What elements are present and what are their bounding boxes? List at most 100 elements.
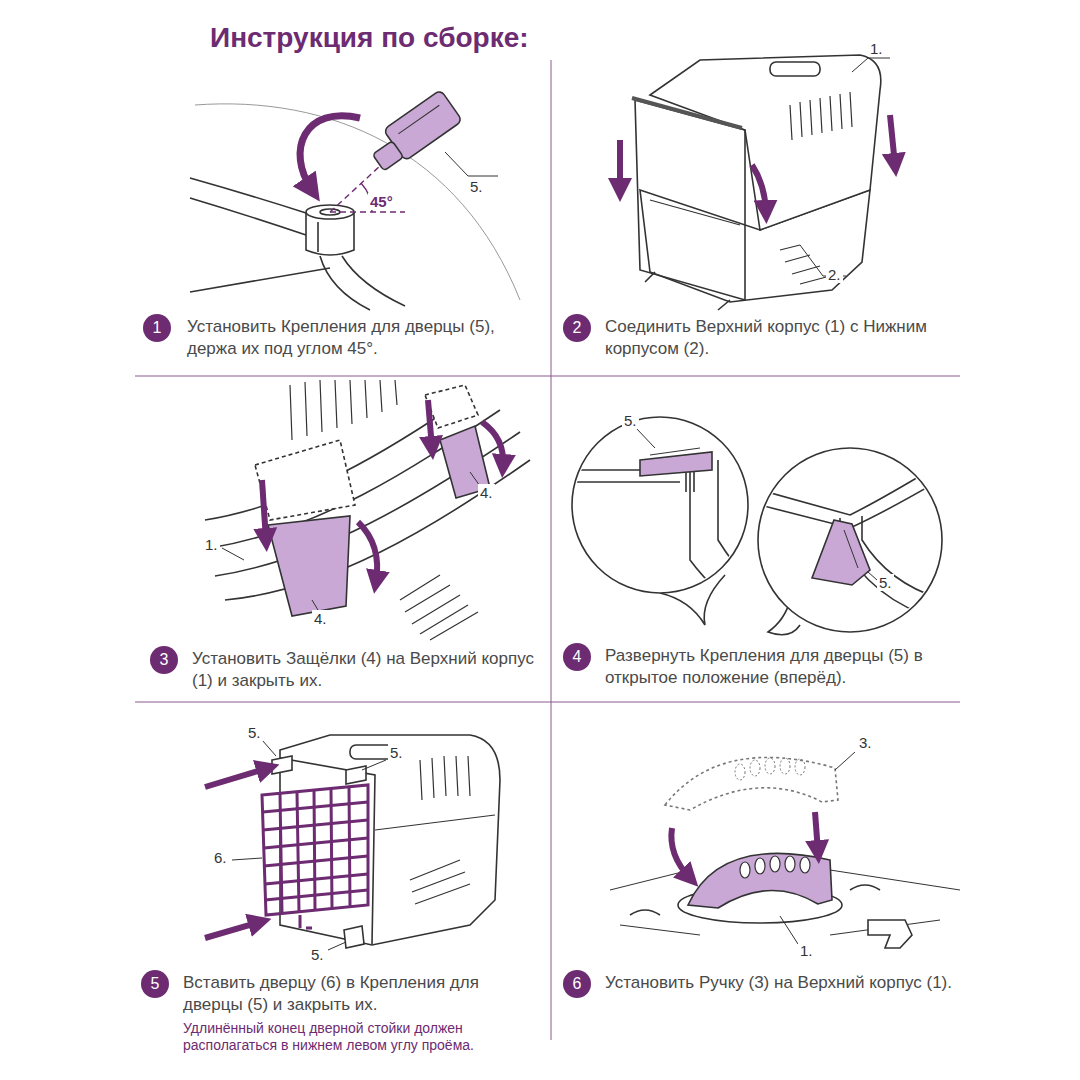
zoom-illustration	[812, 520, 870, 585]
handle-illustration	[740, 862, 750, 878]
step-text: Развернуть Крепления для дверцы (5) в от…	[605, 645, 965, 689]
zoom-illustration	[640, 452, 712, 476]
handle-illustration	[815, 812, 818, 852]
step-number: 4	[563, 643, 591, 671]
handle-illustration	[671, 828, 690, 878]
carrier-illustration	[780, 245, 830, 284]
handle-illustration	[850, 885, 880, 890]
step-text: Соединить Верхний корпус (1) с Нижним ко…	[605, 316, 965, 360]
step-number: 1	[143, 314, 171, 342]
step-text: Установить Ручку (3) на Верхний корпус (…	[605, 972, 965, 994]
door-illustration	[420, 756, 470, 800]
step-number: 2	[563, 314, 591, 342]
hinge-illustration	[190, 178, 306, 213]
door-illustration	[205, 922, 260, 938]
door-illustration	[262, 785, 368, 915]
step-circle	[143, 314, 171, 342]
latch-illustration	[210, 410, 500, 548]
hinge-illustration	[330, 211, 405, 212]
carrier-illustration	[770, 62, 820, 76]
handle-illustration	[868, 920, 912, 948]
carrier-illustration	[640, 190, 870, 302]
latch-illustration	[205, 395, 470, 520]
handle-illustration	[780, 758, 790, 774]
door-illustration	[205, 735, 500, 950]
latch-illustration	[312, 600, 318, 610]
step-number: 6	[563, 970, 591, 998]
grid-divider	[135, 60, 960, 1040]
door-illustration	[375, 756, 495, 904]
page-title: Инструкция по сборке:	[210, 22, 529, 54]
step-text: Вставить дверцу (6) в Крепления для двер…	[183, 972, 543, 1016]
zoom-illustration	[570, 417, 945, 635]
hinge-illustration	[372, 141, 403, 171]
hinge-illustration	[320, 256, 370, 310]
door-illustration	[205, 768, 268, 787]
latch-illustration	[255, 440, 355, 520]
latch-illustration	[428, 400, 432, 448]
step-number-text: 6	[563, 970, 591, 998]
door-illustration	[346, 766, 366, 784]
carrier-illustration	[650, 92, 852, 284]
carrier-illustration	[645, 272, 730, 310]
step-number-text: 2	[563, 314, 591, 342]
handle-illustration	[800, 857, 810, 873]
handle-illustration	[770, 856, 780, 872]
handle-illustration	[665, 757, 838, 810]
callout-number: 3.	[857, 734, 874, 751]
zoom-illustration	[760, 470, 940, 528]
step-circle	[563, 314, 591, 342]
handle-illustration	[755, 858, 765, 874]
step-text: Установить Крепления для дверцы (5), дер…	[187, 316, 547, 360]
zoom-illustration	[686, 470, 694, 492]
door-illustration	[280, 735, 500, 945]
hinge-illustration	[364, 90, 462, 174]
handle-illustration	[780, 916, 798, 944]
grid-divider	[135, 702, 960, 703]
handle-illustration	[688, 853, 832, 908]
callout-number: 4.	[478, 484, 495, 501]
handle-illustration	[630, 910, 660, 915]
carrier-illustration	[632, 98, 742, 128]
step-circle	[563, 643, 591, 671]
zoom-illustration	[650, 448, 700, 455]
callout-number: 6.	[212, 849, 229, 866]
callout-number: 5.	[309, 946, 326, 963]
callout-number: 5.	[877, 574, 894, 591]
zoom-illustration	[868, 572, 877, 580]
step-number: 3	[150, 646, 178, 674]
step-number-text: 4	[563, 643, 591, 671]
zoom-illustration	[758, 448, 942, 632]
latch-illustration	[290, 380, 397, 440]
zoom-illustration	[690, 460, 760, 620]
hinge-illustration	[317, 222, 319, 252]
door-illustration	[263, 802, 368, 900]
angle-label: 45°	[368, 193, 395, 210]
callout-number: 5.	[388, 744, 405, 761]
callout-number: 2.	[826, 266, 843, 283]
carrier-illustration	[650, 200, 740, 225]
step-circle	[141, 970, 169, 998]
door-illustration	[328, 942, 346, 950]
step-text: Установить Защёлки (4) на Верхний корпус…	[192, 648, 552, 692]
carrier-illustration	[852, 58, 890, 72]
handle-illustration	[740, 856, 810, 878]
zoom-illustration	[570, 448, 760, 620]
callout-number: 4.	[312, 610, 329, 627]
callout-number: 5.	[622, 412, 639, 429]
handle-illustration	[765, 758, 775, 774]
handle-illustration	[795, 759, 805, 775]
callout-number: 1.	[203, 536, 220, 553]
step-circle	[563, 970, 591, 998]
latch-illustration	[400, 575, 478, 640]
handle-illustration	[735, 764, 745, 780]
handle-illustration	[610, 752, 960, 948]
handle-illustration	[735, 758, 805, 780]
carrier-illustration	[650, 55, 881, 230]
hinge-illustration	[195, 104, 520, 300]
callout-number: 1.	[868, 40, 885, 57]
zoom-illustration	[760, 470, 945, 620]
door-illustration	[232, 858, 262, 860]
latch-illustration	[262, 480, 266, 540]
